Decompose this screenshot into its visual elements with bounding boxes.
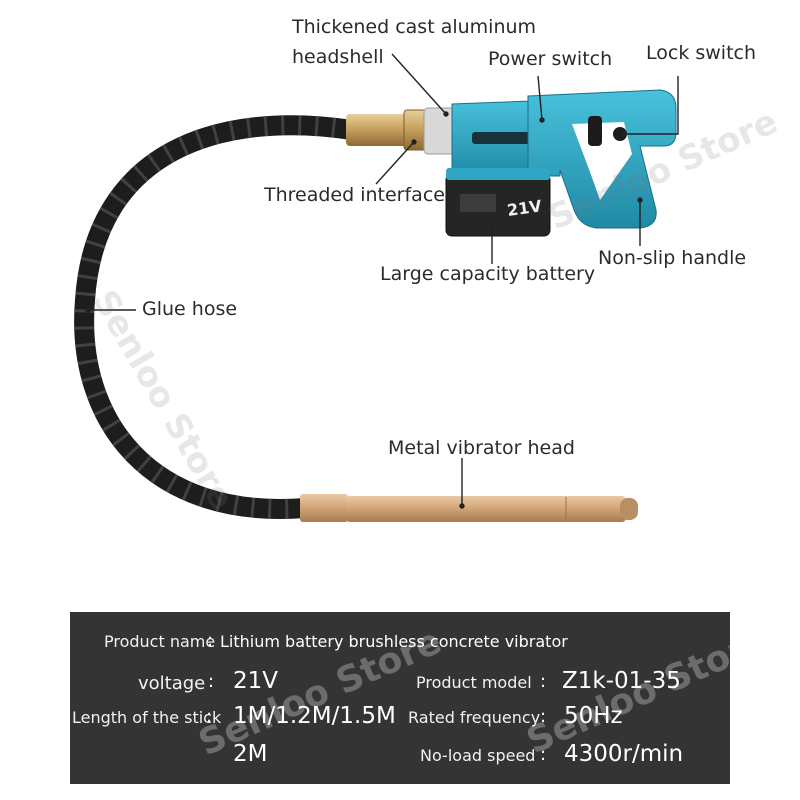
brass-coupling — [346, 114, 408, 146]
spec-panel: Product name : Lithium battery brushless… — [70, 612, 775, 784]
leader-power-dot — [539, 117, 545, 123]
metal-vibrator-head — [346, 496, 626, 522]
callout-headshell-line1: Thickened cast aluminum — [292, 16, 537, 38]
colon: : — [540, 671, 547, 692]
vibrator-head-collar — [300, 494, 348, 522]
hose-spiral-wrap — [74, 115, 354, 519]
vibrator-head-tip — [620, 498, 638, 520]
power-switch — [588, 116, 602, 146]
no-load-speed-label: No-load speed — [420, 746, 536, 765]
product-model-value: Z1k-01-35 — [562, 668, 681, 694]
body-vent — [472, 132, 532, 144]
colon: : — [207, 630, 214, 651]
leader-handle-dot — [637, 197, 643, 203]
leader-threaded — [375, 141, 415, 185]
stick-length-label: Length of the stick — [72, 708, 222, 727]
callout-non-slip-handle: Non-slip handle — [598, 247, 747, 269]
callout-vibrator-head: Metal vibrator head — [388, 437, 575, 459]
vibrator-drawing: 21V — [74, 53, 679, 522]
battery-badge: 21V — [506, 196, 544, 220]
rated-frequency-label: Rated frequency — [408, 708, 541, 727]
leader-lines — [85, 53, 679, 509]
callout-battery: Large capacity battery — [380, 263, 596, 285]
leader-lock-dot — [621, 131, 627, 137]
leader-threaded-dot — [411, 139, 417, 145]
leader-headshell-dot — [443, 111, 449, 117]
lock-switch — [613, 127, 627, 141]
leader-lock — [624, 76, 679, 135]
leader-headshell — [391, 53, 447, 115]
callout-power-switch: Power switch — [488, 48, 613, 70]
battery-top — [446, 168, 550, 180]
colon: : — [206, 706, 213, 727]
leader-head-dot — [459, 503, 465, 509]
colon: : — [540, 706, 547, 727]
stick-length-value-line2: 2M — [233, 741, 268, 767]
leader-hose-dot — [85, 307, 91, 313]
voltage-value: 21V — [233, 668, 279, 694]
callout-threaded-interface: Threaded interface — [264, 184, 445, 206]
stick-length-value-line1: 1M/1.2M/1.5M — [233, 703, 396, 729]
leader-power — [537, 75, 543, 121]
aluminum-headshell — [423, 107, 455, 155]
product-name-label: Product name — [104, 632, 216, 651]
callout-lock-switch: Lock switch — [646, 42, 757, 64]
no-load-speed-value: 4300r/min — [564, 741, 684, 767]
handle-opening — [572, 122, 632, 200]
callout-glue-hose: Glue hose — [142, 298, 238, 320]
product-illustration: 21V Senloo Store Senloo Store — [74, 16, 783, 522]
colon: : — [208, 671, 215, 692]
callout-headshell-line2: headshell — [292, 46, 384, 68]
product-name-value: Lithium battery brushless concrete vibra… — [220, 632, 568, 651]
colon: : — [540, 744, 547, 765]
battery-label-area — [460, 194, 496, 212]
voltage-label: voltage — [138, 673, 206, 694]
leader-battery-dot — [489, 225, 495, 231]
rated-frequency-value: 50Hz — [564, 703, 623, 729]
product-model-label: Product model — [416, 673, 532, 692]
